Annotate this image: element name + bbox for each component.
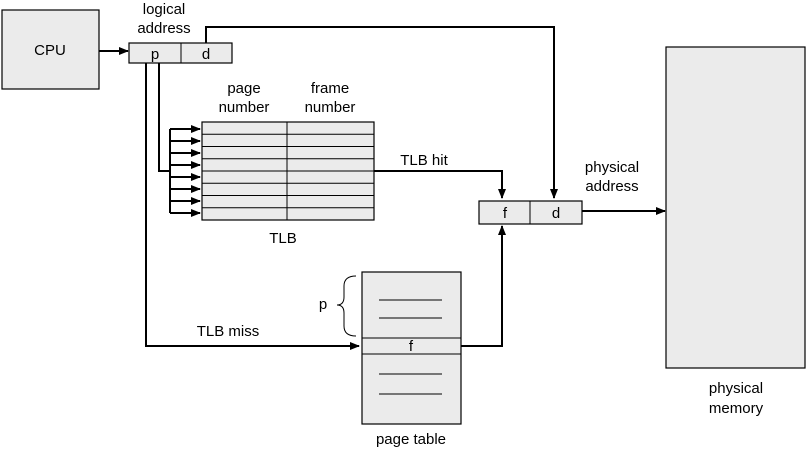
tlb-col-page-line2: number	[219, 99, 270, 116]
physical-d-field: d	[552, 205, 560, 222]
cpu-label: CPU	[34, 42, 66, 59]
tlb-label: TLB	[269, 230, 297, 247]
logical-address-label-line1: logical	[143, 1, 186, 18]
tlb-col-page-line1: page	[227, 80, 260, 97]
p-to-tlb-line	[158, 63, 170, 172]
tlb-search-arrows	[170, 125, 201, 217]
tlb-hit-label: TLB hit	[400, 152, 448, 169]
physical-address-label-line1: physical	[585, 159, 639, 176]
tlb-col-frame-line1: frame	[311, 80, 349, 97]
logical-address-label-line2: address	[137, 20, 190, 37]
p-brace	[336, 275, 357, 337]
physical-memory-label-line2: memory	[709, 400, 764, 417]
physical-address-box: f d	[478, 200, 583, 225]
physical-memory-label-line1: physical	[709, 380, 763, 397]
offset-d-arrow	[205, 26, 558, 199]
physical-address-label-line2: address	[585, 178, 638, 195]
page-table-to-physical-arrow	[461, 225, 506, 347]
logical-p-field: p	[151, 46, 159, 63]
page-table-p-label: p	[319, 296, 327, 313]
tlb-col-frame-line2: number	[305, 99, 356, 116]
physical-memory-box	[665, 46, 806, 369]
tlb-miss-arrow	[145, 63, 360, 350]
tlb-row-lines	[202, 133, 374, 209]
page-table: f	[361, 271, 462, 425]
page-table-f-entry: f	[409, 338, 414, 355]
tlb-hit-arrow	[374, 170, 506, 199]
logical-d-field: d	[202, 46, 210, 63]
cpu-box: CPU	[1, 9, 100, 90]
physical-f-field: f	[503, 205, 508, 222]
tlb-miss-label: TLB miss	[197, 323, 260, 340]
logical-address-box: p d	[128, 42, 233, 64]
tlb-table	[201, 121, 375, 221]
page-table-label: page table	[376, 431, 446, 448]
